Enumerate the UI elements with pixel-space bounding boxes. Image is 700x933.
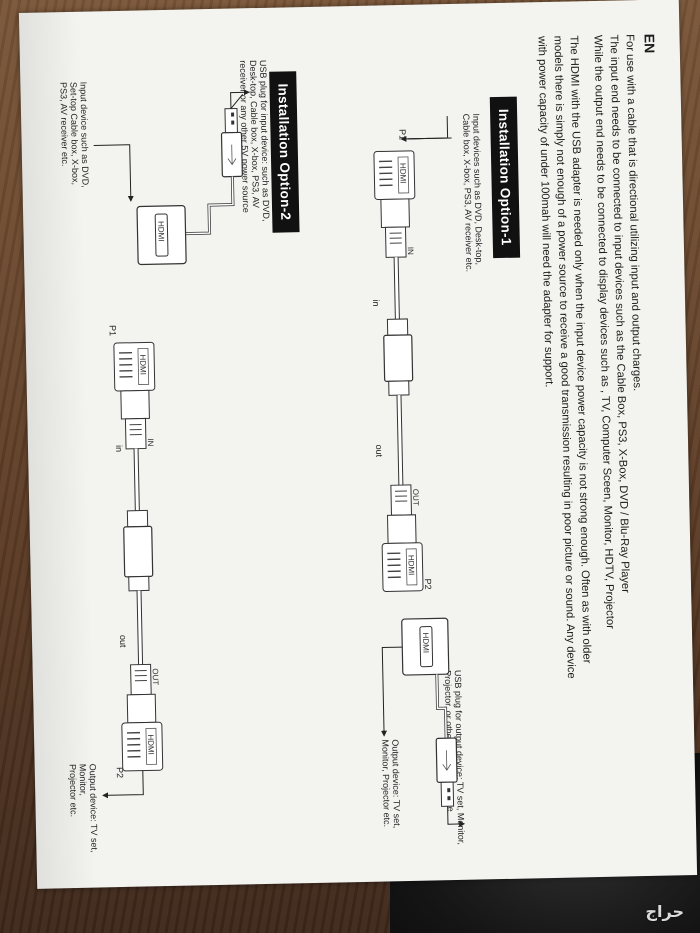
option1-usb-arrow — [447, 806, 466, 827]
option2-usb-arrow — [230, 89, 250, 109]
option1-p1-hdmi-plug-icon: HDMI IN — [373, 150, 416, 258]
option2-p2-out-mark: OUT — [151, 668, 160, 685]
sheet-content: EN For use with a cable that is directio… — [27, 13, 685, 876]
option1-p2-hdmi-mark: HDMI — [406, 555, 415, 576]
option2-ferrite-core-icon — [123, 509, 154, 592]
option1-p1-hdmi-mark: HDMI — [398, 163, 407, 184]
option1-p2-out-mark: OUT — [411, 489, 420, 506]
option2-p1-hdmi-plug-icon: HDMI IN — [113, 341, 156, 450]
option2-p2-hdmi-mark: HDMI — [146, 734, 155, 755]
instruction-sheet: EN For use with a cable that is directio… — [18, 0, 698, 889]
option2-adapter-hdmi-mark: HDMI — [156, 221, 165, 242]
option2-usb-plug-icon — [220, 107, 243, 178]
option1-usb-plug-icon — [435, 737, 458, 807]
option2-usb-adapter-box-icon: HDMI — [136, 205, 187, 266]
option1-cable-diagram: HDMI IN — [373, 116, 466, 827]
watermark-logo: حراج — [645, 902, 684, 921]
option2-p1-hdmi-mark: HDMI — [138, 354, 147, 375]
option1-p1-in-mark: IN — [406, 247, 415, 255]
option1-adapter-hdmi-mark: HDMI — [421, 633, 430, 654]
option2-p2-hdmi-plug-icon: OUT HDMI — [121, 663, 164, 772]
option2-output-arrow — [102, 770, 144, 799]
option2-cable-diagram: HDMI HDMI — [93, 89, 250, 799]
option2-p1-in-mark: IN — [146, 438, 155, 446]
option1-usb-adapter-box-icon: HDMI — [401, 617, 450, 676]
installation-diagram: HDMI IN — [93, 89, 466, 827]
option1-ferrite-core-icon — [383, 318, 414, 396]
option1-output-arrow — [381, 646, 403, 737]
option1-p2-hdmi-plug-icon: OUT HDMI — [381, 484, 424, 592]
option2-input-arrow — [93, 144, 134, 202]
